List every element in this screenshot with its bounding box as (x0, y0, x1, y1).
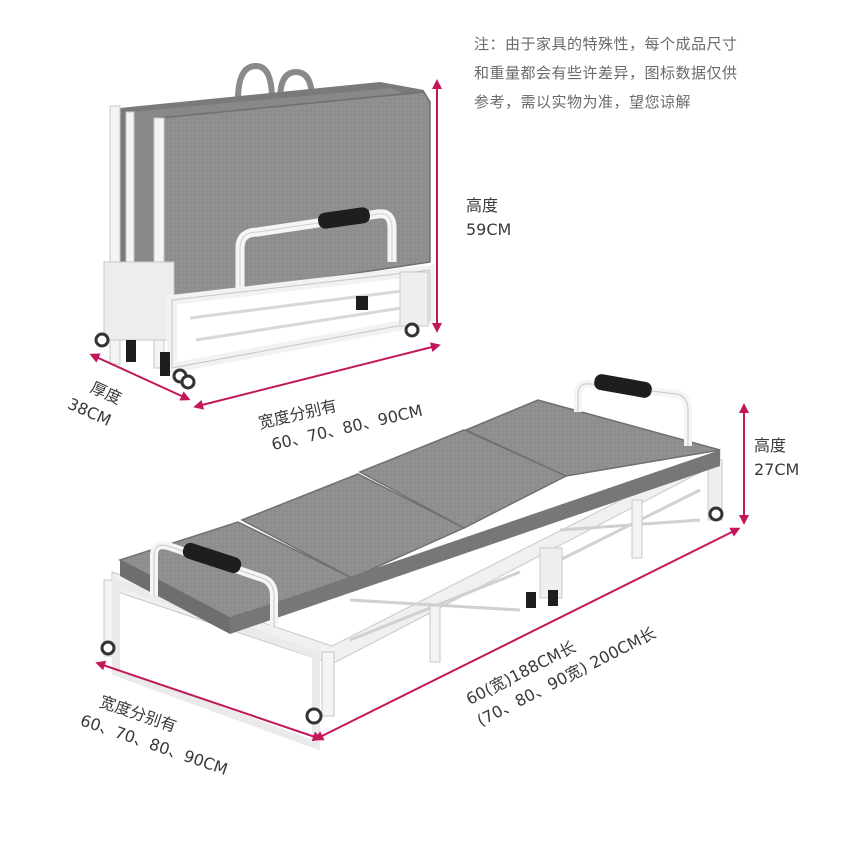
unfolded-bed-image (100, 374, 724, 751)
unfolded-length-line (313, 527, 741, 741)
folded-thickness-line (89, 353, 191, 401)
unfolded-height-label: 高度 (754, 436, 787, 455)
folded-height-value: 59CM (466, 220, 512, 239)
unfolded-height-value: 27CM (754, 460, 800, 479)
folded-bed-image (94, 62, 435, 390)
disclaimer-note: 注：由于家具的特殊性，每个成品尺寸 和重量都会有些许差异，图标数据仅供 参考，需… (474, 30, 804, 117)
note-line-1: 注：由于家具的特殊性，每个成品尺寸 (474, 35, 738, 53)
folded-height-text: 高度 59CM (466, 194, 511, 242)
unfolded-dimension-lines (95, 403, 749, 742)
folded-dimension-lines (89, 79, 442, 410)
folded-width-line (193, 342, 441, 410)
unfolded-width-line (95, 660, 323, 742)
note-line-3: 参考，需以实物为准，望您谅解 (474, 93, 692, 111)
unfolded-height-text: 高度 27CM (754, 434, 799, 482)
note-line-2: 和重量都会有些许差异，图标数据仅供 (474, 64, 738, 82)
folded-height-label: 高度 (466, 196, 499, 215)
